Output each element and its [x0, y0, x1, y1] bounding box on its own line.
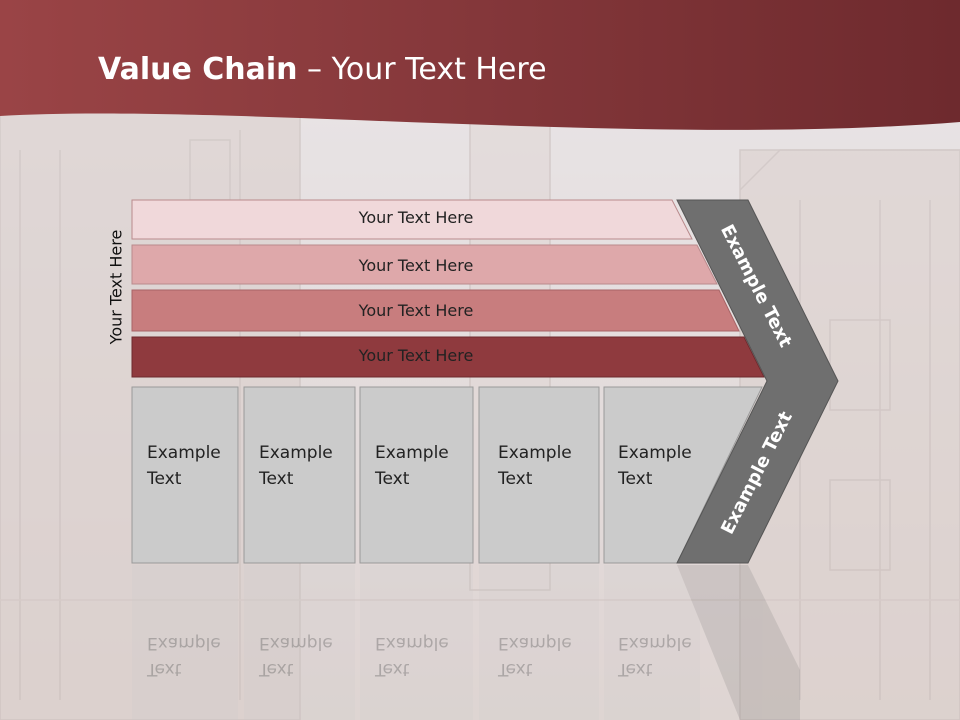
activity-box-4	[478, 386, 600, 564]
band-2	[131, 244, 718, 285]
box-5-line2: Text	[618, 469, 653, 489]
box-2-line2: Text	[259, 469, 294, 489]
reflection-box-3-line2: Text	[375, 659, 410, 679]
title-bold: Value Chain	[98, 52, 298, 87]
reflection-box-1-line2: Text	[147, 659, 182, 679]
reflection-box-1-line1: Example	[147, 633, 221, 653]
band-4-label: Your Text Here	[358, 346, 474, 365]
reflection-box-4-line2: Text	[498, 659, 533, 679]
box-5-line1: Example	[618, 443, 692, 463]
reflection-box-2-line2: Text	[259, 659, 294, 679]
reflection-box-2-line1: Example	[259, 633, 333, 653]
reflection-box-1: Text Example	[147, 630, 221, 682]
band-1-label: Your Text Here	[358, 208, 474, 227]
reflection-box-3: Text Example	[375, 630, 449, 682]
reflection-box-5: Text Example	[618, 630, 692, 682]
band-3-label: Your Text Here	[358, 301, 474, 320]
slide-title: Value Chain – Your Text Here	[98, 52, 547, 87]
side-label: Your Text Here	[106, 229, 126, 345]
band-4	[131, 336, 765, 378]
reflection-box-4-line1: Example	[498, 633, 572, 653]
box-3-line1: Example	[375, 443, 449, 463]
reflection-area: Text Example Text Example Text Example Text…	[0, 560, 960, 720]
activity-box-1	[131, 386, 239, 564]
box-1-line2: Text	[147, 469, 182, 489]
reflection-box-5-line2: Text	[618, 659, 653, 679]
activity-box-3	[359, 386, 474, 564]
box-4-line1: Example	[498, 443, 572, 463]
title-rest: – Your Text Here	[297, 52, 547, 87]
reflection-box-4: Text Example	[498, 630, 572, 682]
box-2-line1: Example	[259, 443, 333, 463]
band-1	[131, 199, 693, 240]
band-3	[131, 289, 740, 332]
boxes-reflection	[132, 565, 800, 720]
reflection-box-5-line1: Example	[618, 633, 692, 653]
reflection-box-3-line1: Example	[375, 633, 449, 653]
box-1-line1: Example	[147, 443, 221, 463]
box-4-line2: Text	[498, 469, 533, 489]
reflection-box-2: Text Example	[259, 630, 333, 682]
margin-chevron	[676, 199, 839, 564]
band-2-label: Your Text Here	[358, 256, 474, 275]
box-3-line2: Text	[375, 469, 410, 489]
activity-box-2	[243, 386, 356, 564]
header-banner	[0, 0, 960, 130]
